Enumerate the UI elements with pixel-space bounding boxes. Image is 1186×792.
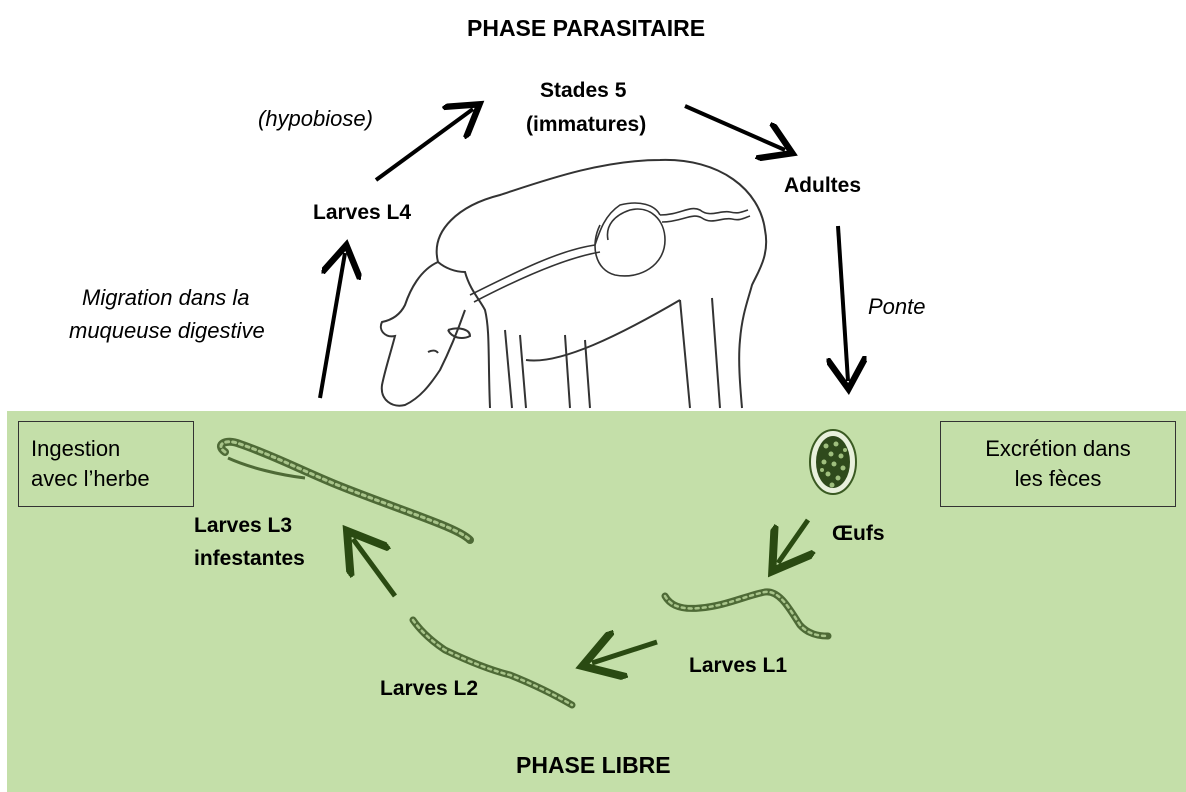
arrow-migration-to-l4 bbox=[320, 253, 345, 398]
arrow-l4-to-stade5 bbox=[376, 109, 473, 180]
stage-larvae-l1: Larves L1 bbox=[689, 654, 787, 678]
stage-larvae-l3-line2: infestantes bbox=[194, 547, 305, 571]
label-laying: Ponte bbox=[868, 294, 926, 320]
ingestion-box: Ingestion avec l’herbe bbox=[18, 421, 194, 507]
stage-eggs: Œufs bbox=[832, 522, 885, 546]
parasitic-phase-title: PHASE PARASITAIRE bbox=[467, 15, 705, 42]
excretion-box: Excrétion dans les fèces bbox=[940, 421, 1176, 507]
stage-adults: Adultes bbox=[784, 174, 861, 198]
egg-illustration bbox=[810, 430, 856, 494]
free-phase-title: PHASE LIBRE bbox=[516, 752, 671, 779]
ingestion-line2: avec l’herbe bbox=[31, 464, 193, 494]
label-hypobiosis: (hypobiose) bbox=[258, 106, 373, 132]
excretion-line1: Excrétion dans bbox=[985, 434, 1131, 464]
stage-stade5-line1: Stades 5 bbox=[540, 79, 626, 103]
label-migration-line2: muqueuse digestive bbox=[69, 318, 265, 344]
arrow-adults-to-eggs bbox=[838, 226, 848, 381]
arrow-stade5-to-adults bbox=[685, 106, 785, 150]
stage-larvae-l4: Larves L4 bbox=[313, 201, 411, 225]
arrow-eggs-to-l1 bbox=[778, 520, 808, 563]
stage-larvae-l3-line1: Larves L3 bbox=[194, 514, 292, 538]
ingestion-line1: Ingestion bbox=[31, 434, 193, 464]
sheep-illustration bbox=[381, 160, 766, 408]
stage-stade5-line2: (immatures) bbox=[526, 113, 646, 137]
larva-l1-illustration bbox=[665, 592, 828, 636]
arrow-l1-to-l2 bbox=[592, 642, 657, 663]
stage-larvae-l2: Larves L2 bbox=[380, 677, 478, 701]
arrow-l2-to-l3 bbox=[353, 539, 395, 596]
excretion-line2: les fèces bbox=[1015, 464, 1102, 494]
label-migration-line1: Migration dans la bbox=[82, 285, 250, 311]
